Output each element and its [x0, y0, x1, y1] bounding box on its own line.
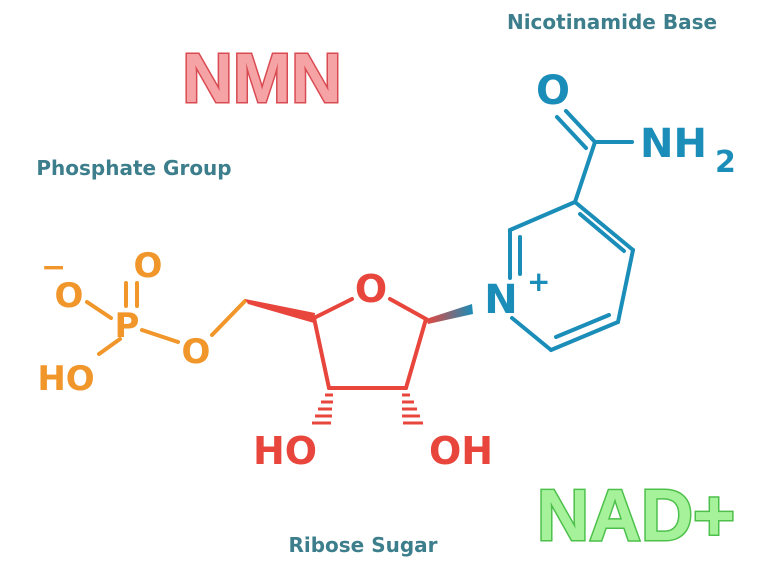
nad-plus-heading: NAD+: [537, 476, 735, 556]
phosphate-ester-oxygen: O: [182, 332, 211, 372]
pyridinium-positive-charge: +: [527, 265, 550, 298]
ribose-hashed-bonds: [312, 393, 423, 425]
phosphate-double-oxygen: O: [134, 246, 163, 286]
nicotinamide-caption: Nicotinamide Base: [507, 10, 717, 34]
carbonyl-oxygen: O: [536, 68, 570, 114]
phosphate-hydroxyl: HO: [37, 359, 94, 399]
glycosidic-wedge-bond: [426, 304, 473, 324]
phosphate-bonds: [85, 281, 247, 356]
ribose-hydroxyl-right: OH: [429, 429, 493, 473]
phosphorus-atom: P: [115, 306, 140, 346]
ribose-hydroxyl-left: HO: [253, 429, 317, 473]
nicotinamide-bonds: [508, 109, 635, 352]
phosphate-negative-charge: −: [41, 250, 66, 285]
ribose-caption: Ribose Sugar: [288, 533, 437, 557]
amide-group: NH: [640, 121, 707, 167]
nmn-heading: NMN: [182, 39, 341, 117]
ribose-bonds: [312, 297, 428, 390]
pyridinium-nitrogen: N: [484, 277, 517, 323]
amide-subscript: 2: [715, 145, 736, 180]
nicotinamide-atoms: N + O NH 2: [484, 68, 736, 323]
phosphate-atoms: − O P O HO O: [37, 246, 210, 399]
phosphate-oxygen-anion: O: [55, 276, 84, 316]
ribose-atoms: O HO OH: [253, 267, 493, 473]
phosphate-caption: Phosphate Group: [36, 156, 231, 180]
ribose-ring-oxygen: O: [355, 267, 387, 311]
ribose-c5-wedge-bond: [245, 299, 315, 323]
